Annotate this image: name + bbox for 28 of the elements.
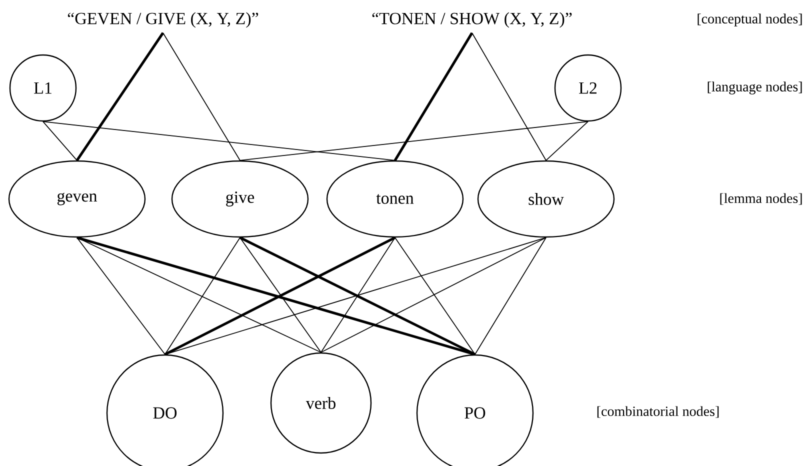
connection-line	[76, 32, 164, 162]
connection-line	[240, 237, 322, 353]
concept-label: “GEVEN / GIVE (X, Y, Z)”	[68, 12, 258, 28]
connection-line	[164, 237, 240, 355]
circle-node: L1	[9, 54, 77, 122]
connection-line	[474, 237, 546, 355]
connection-line	[320, 237, 396, 353]
connection-line	[76, 237, 166, 355]
connection-line	[42, 121, 396, 161]
connection-line	[164, 236, 396, 356]
connection-line	[394, 32, 474, 162]
connection-line	[42, 121, 78, 161]
connection-line	[394, 237, 476, 355]
layer-label: [combinatorial nodes]	[597, 406, 719, 418]
circle-node: verb	[270, 352, 372, 454]
layer-label: [language nodes]	[708, 82, 802, 94]
connection-line	[320, 237, 546, 353]
connection-line	[239, 236, 476, 356]
circle-node: L2	[554, 54, 622, 122]
connection-line	[164, 237, 546, 355]
connection-line	[546, 121, 588, 161]
connection-line	[240, 121, 588, 161]
concept-label: “TONEN / SHOW (X, Y, Z)”	[372, 12, 572, 28]
layer-label: [lemma nodes]	[720, 193, 802, 205]
connection-line	[472, 32, 546, 161]
connection-line	[162, 32, 240, 161]
connection-line	[76, 236, 476, 356]
layer-label: [conceptual nodes]	[698, 14, 802, 26]
